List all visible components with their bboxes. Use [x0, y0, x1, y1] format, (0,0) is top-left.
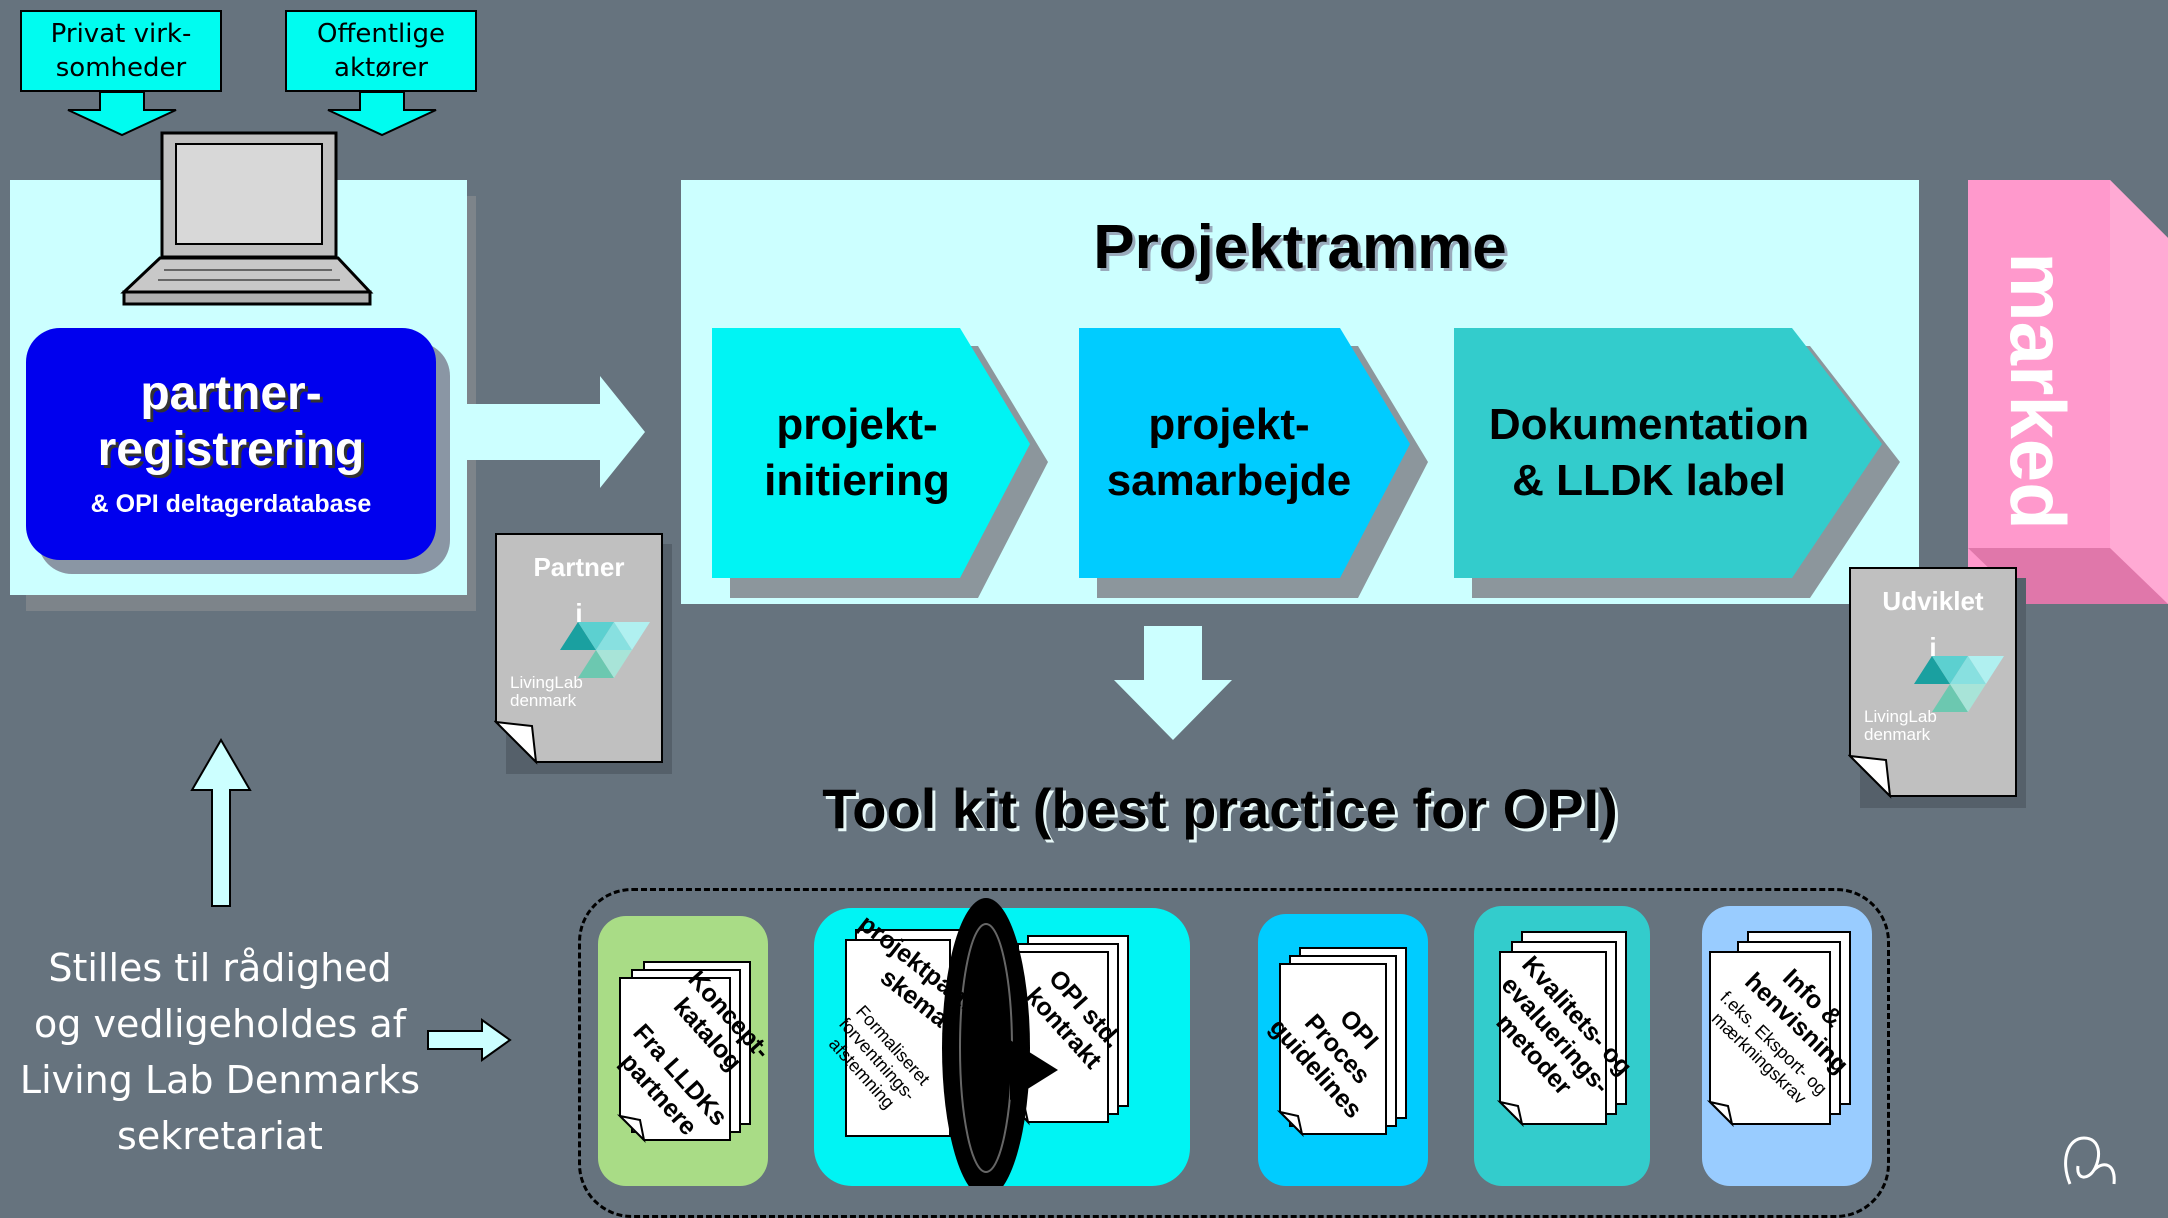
- private-down-arrow: [67, 91, 177, 137]
- partner-doc-line2: i: [575, 598, 583, 628]
- public-down-arrow: [327, 91, 437, 137]
- developed-doc-title: Udviklet: [1882, 586, 1984, 616]
- step-initiation-shape: [712, 328, 1030, 578]
- partner-document-icon: [494, 533, 672, 774]
- project-steps: [712, 328, 1900, 598]
- partner-registration-title-1: partner-: [140, 367, 322, 420]
- logo-line-2: denmark: [1864, 725, 1931, 744]
- secretariat-note: Stilles til rådighed og vedligeholdes af…: [19, 946, 421, 1158]
- partner-doc-logo-text: LivingLab denmark: [510, 674, 583, 710]
- developed-doc-line2: i: [1929, 632, 1937, 662]
- step-collaboration-label: projekt- samarbejde: [1106, 400, 1352, 505]
- step-documentation-shape: [1454, 328, 1882, 578]
- info-doc-stack: [1706, 931, 1851, 1128]
- project-frame-title: Projektramme: [1093, 213, 1507, 282]
- concept-doc-stack: [616, 961, 751, 1144]
- partner-schema-doc-stack: [845, 929, 961, 1137]
- developed-document-icon: [1848, 567, 2026, 808]
- flow-arrows: [190, 376, 1232, 1062]
- arrow-to-toolkit-right: [427, 1018, 512, 1062]
- partner-registration-subtitle: & OPI deltagerdatabase: [90, 490, 372, 518]
- logo-line-1: LivingLab: [1864, 707, 1937, 726]
- laptop-icon: [120, 131, 374, 306]
- arrow-up-from-secretariat: [190, 738, 252, 907]
- cycle-arrow-icon: [942, 898, 1058, 1186]
- developed-doc-logo-text: LivingLab denmark: [1864, 708, 1937, 744]
- source-arrows: [67, 91, 437, 137]
- step-initiation-label: projekt- initiering: [764, 400, 950, 505]
- partner-registration-box: partner- registrering & OPI deltagerdata…: [26, 328, 436, 560]
- corner-logo-icon: [2064, 1136, 2116, 1185]
- process-doc-stack: [1276, 947, 1407, 1138]
- toolkit-groups: [598, 898, 1872, 1186]
- toolkit-title: Tool kit (best practice for OPI): [822, 777, 1618, 840]
- quality-doc-stack: [1496, 931, 1627, 1128]
- partner-registration-title-2: registrering: [97, 423, 365, 476]
- private-companies-box: Privat virk- somheder: [20, 10, 222, 92]
- partner-doc-title: Partner: [533, 552, 625, 582]
- logo-line-1: LivingLab: [510, 673, 583, 692]
- public-actors-box: Offentlige aktører: [285, 10, 477, 92]
- step-collaboration-shape: [1079, 328, 1410, 578]
- step-documentation-label: Dokumentation & LLDK label: [1488, 400, 1810, 505]
- logo-line-2: denmark: [510, 691, 577, 710]
- market-bar: [1968, 180, 2168, 604]
- arrow-to-toolkit: [1114, 626, 1232, 740]
- arrow-to-project-frame: [467, 376, 645, 488]
